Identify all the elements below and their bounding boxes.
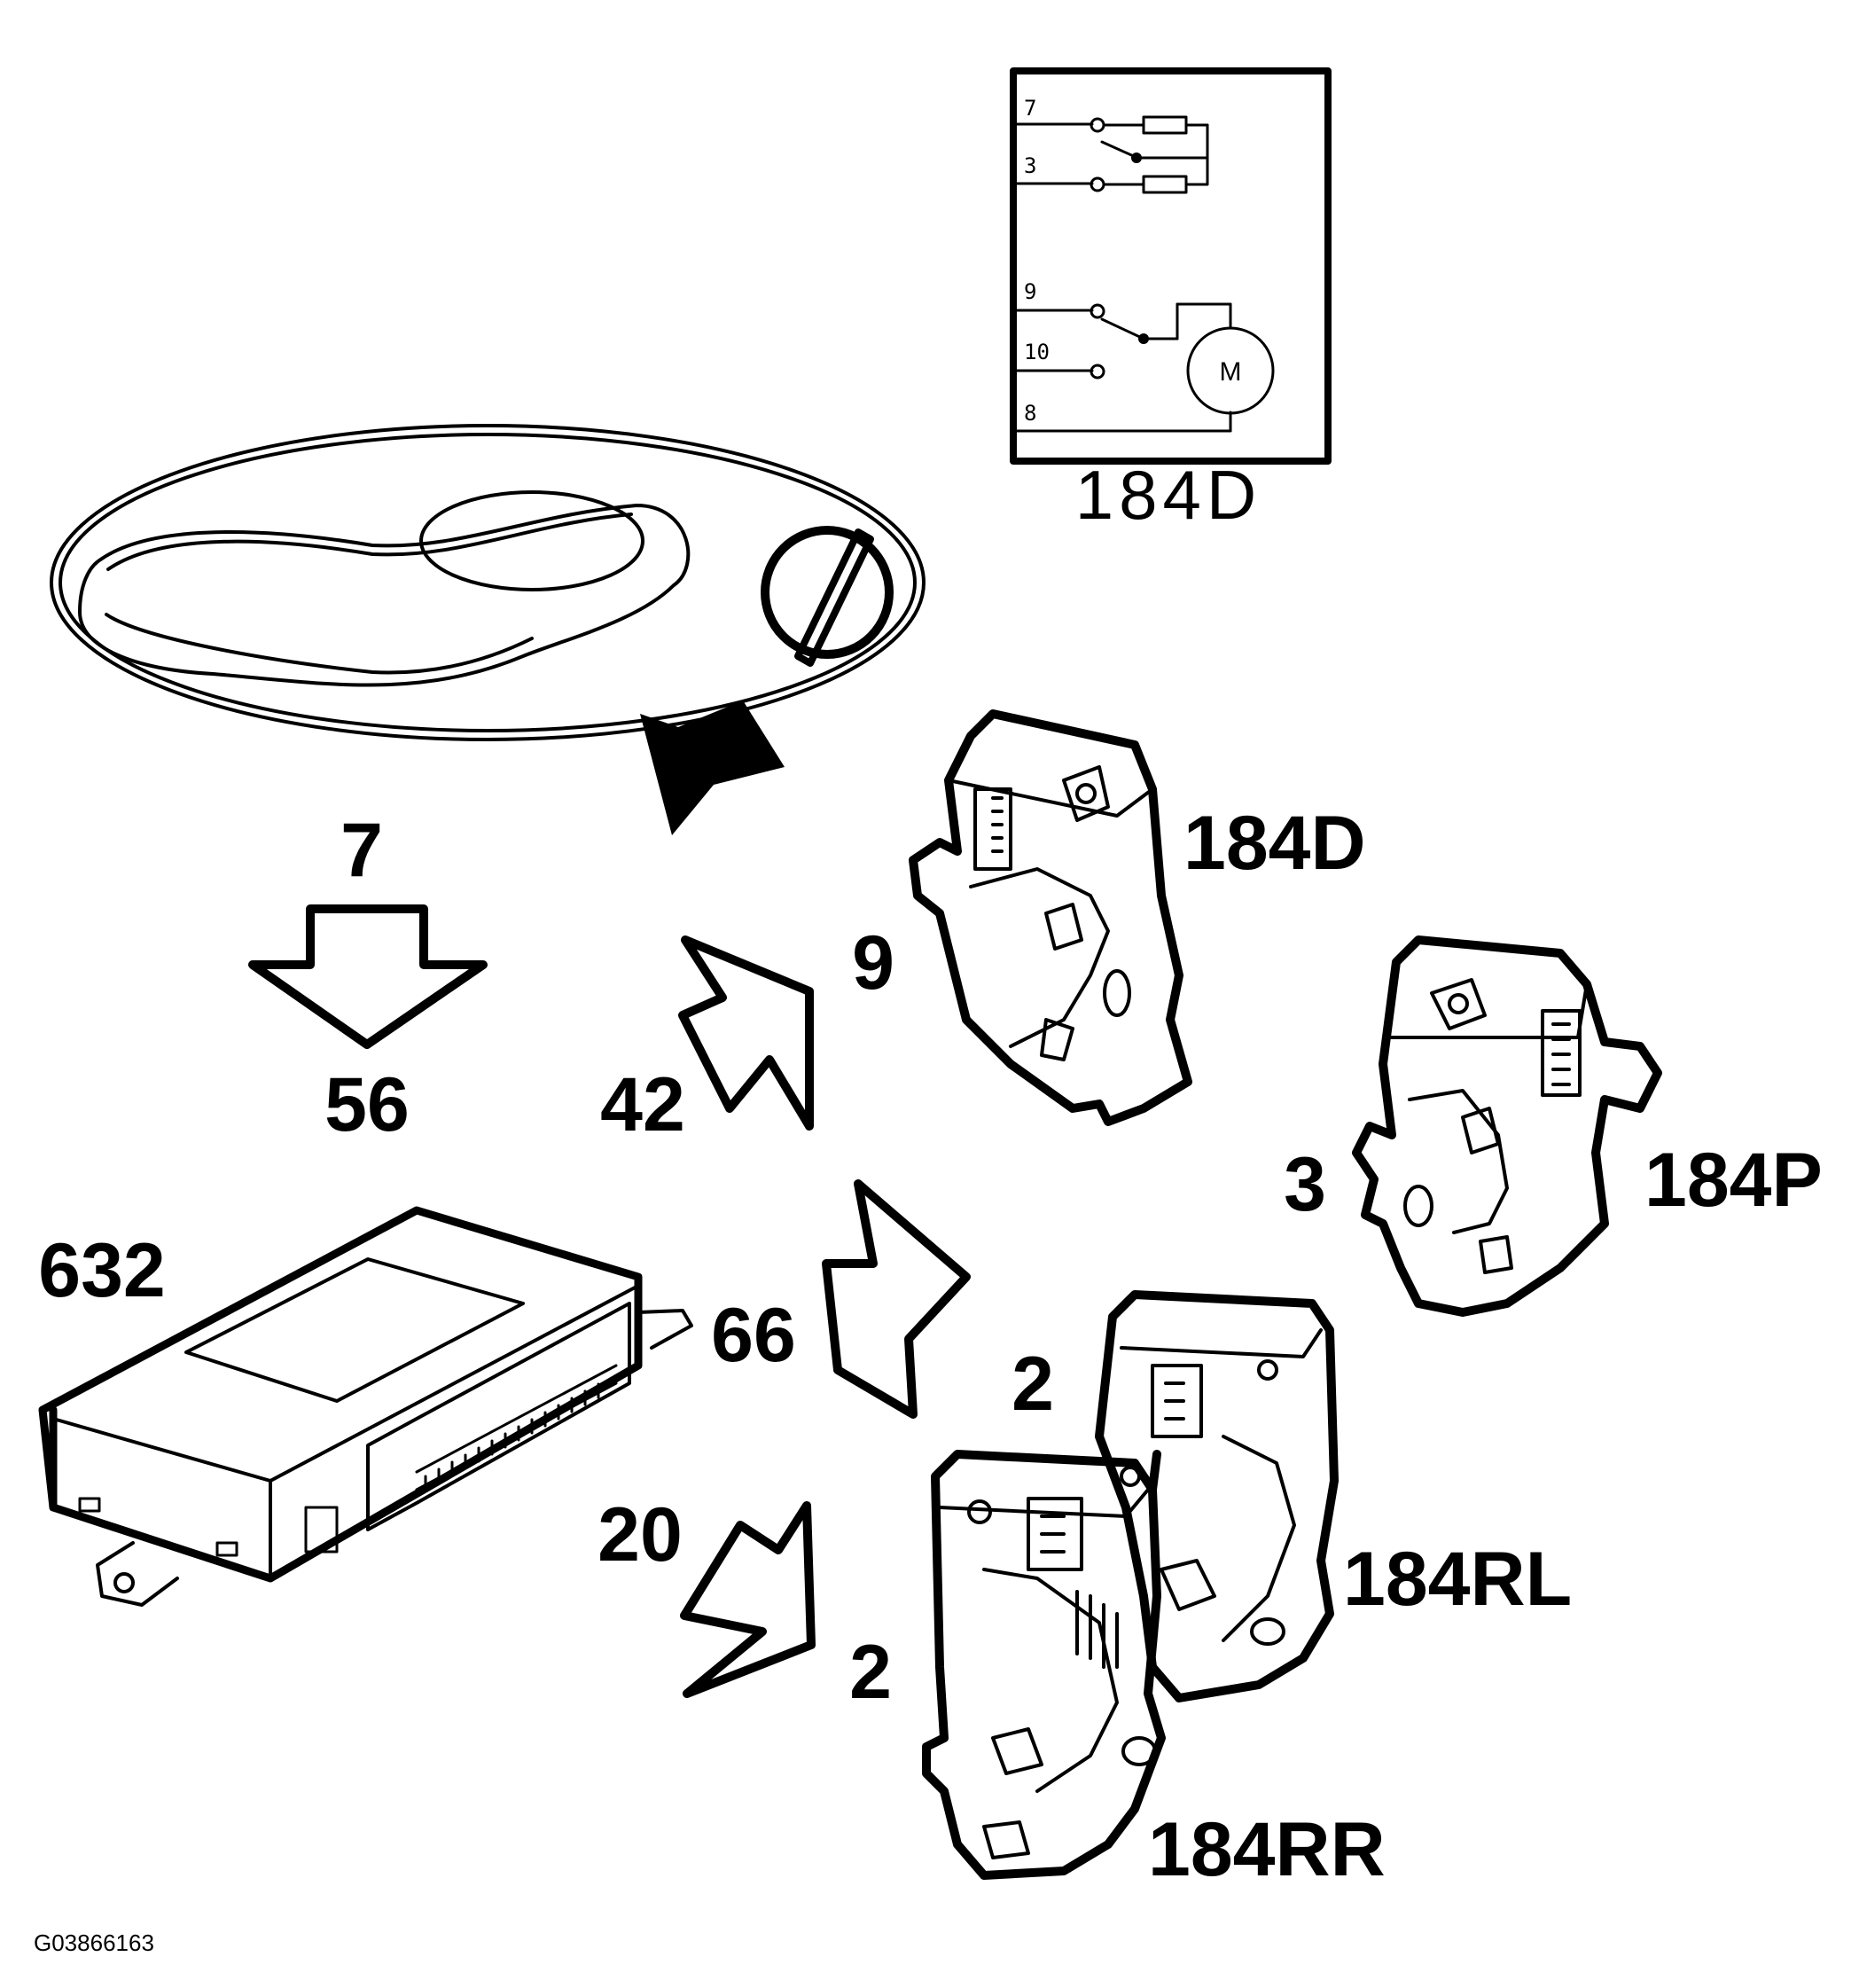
- figure-code: G03866163: [34, 1929, 154, 1956]
- down-arrow-icon: [248, 904, 488, 1049]
- lock-184RR-label: 184RR: [1148, 1807, 1386, 1892]
- arrow-66-icon: [822, 1179, 971, 1419]
- schematic-184D: 7 3 9 10 8 M 184D: [1010, 67, 1332, 534]
- arrow-42: 42: [600, 935, 814, 1147]
- pointer-arrow-icon: [640, 700, 785, 835]
- schematic-title: 184D: [1075, 456, 1261, 534]
- arrow-20-label: 20: [598, 1492, 683, 1577]
- lock-184RL-label: 184RL: [1343, 1537, 1572, 1622]
- door-lock-184RR: 184RR 2: [849, 1450, 1386, 1892]
- lock-184P-label: 184P: [1644, 1138, 1823, 1223]
- lock-184P-pin-label: 3: [1284, 1142, 1326, 1227]
- lock-cylinder-icon: [761, 526, 894, 667]
- arrow-7-label: 7: [340, 808, 383, 893]
- arrow-20-icon: [680, 1501, 816, 1698]
- arrow-66-label: 66: [711, 1293, 796, 1378]
- lock-184D-pin-label: 9: [852, 920, 894, 1006]
- control-module-632: 632: [38, 1206, 693, 1607]
- arrow-20: 20: [598, 1492, 816, 1698]
- motor-label: M: [1220, 357, 1242, 387]
- schematic-pin-10: 10: [1024, 340, 1050, 364]
- door-lock-184D: 184D 9: [852, 709, 1366, 1126]
- arrow-56-label: 56: [324, 1062, 410, 1147]
- arrow-7-56: 7 56: [248, 808, 488, 1147]
- schematic-pin-8: 8: [1024, 401, 1036, 426]
- lock-184D-label: 184D: [1183, 801, 1366, 886]
- door-lock-184RL: 184RL 2: [1012, 1290, 1572, 1702]
- schematic-pin-7: 7: [1024, 96, 1036, 121]
- lock-184RR-pin-label: 2: [849, 1630, 892, 1715]
- door-handle-illustration: [50, 424, 926, 835]
- arrow-66: 66: [711, 1179, 971, 1419]
- schematic-pin-3: 3: [1024, 153, 1036, 178]
- arrow-42-label: 42: [600, 1062, 685, 1147]
- door-lock-184P: 184P 3: [1284, 935, 1823, 1317]
- schematic-pin-9: 9: [1024, 279, 1036, 304]
- arrow-42-icon: [678, 935, 814, 1131]
- lock-184RL-pin-label: 2: [1012, 1342, 1054, 1427]
- module-label: 632: [38, 1228, 166, 1313]
- schematic-frame: [1010, 67, 1332, 465]
